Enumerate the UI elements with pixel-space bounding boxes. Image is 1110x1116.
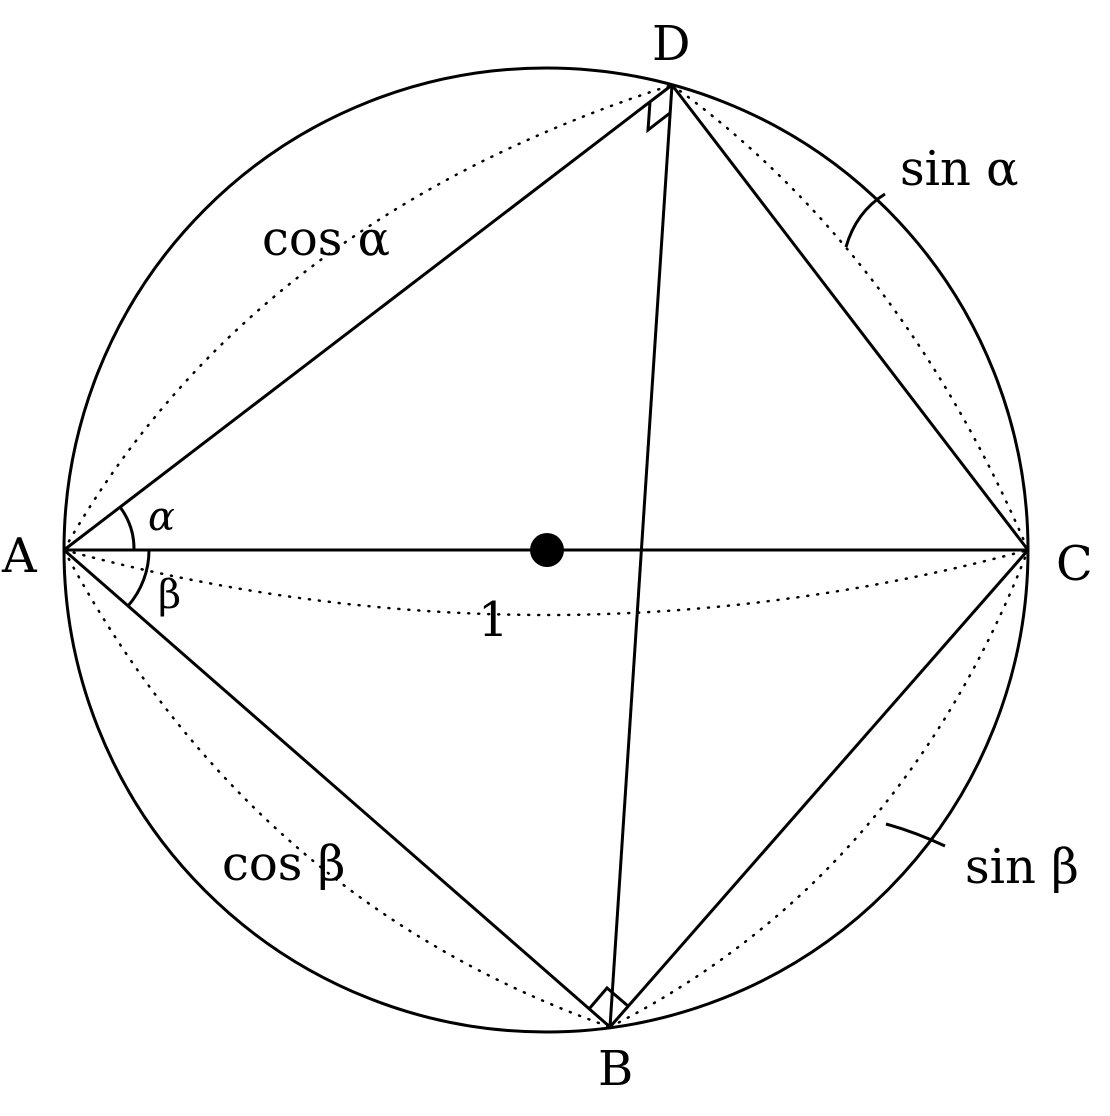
diagonal-BD xyxy=(608,84,674,1028)
point-label-B: B xyxy=(598,1041,633,1097)
sin-alpha-pointer xyxy=(844,192,886,248)
angle-alpha-arc xyxy=(118,506,136,551)
label-cos-beta: cos β xyxy=(222,836,345,892)
angle-beta-arc xyxy=(126,549,151,607)
side-BC xyxy=(608,549,1030,1028)
dotted-arc-sin-alpha xyxy=(670,83,1030,552)
label-diameter: 1 xyxy=(478,592,509,648)
dotted-arc-cos-alpha xyxy=(62,83,674,552)
point-label-D: D xyxy=(652,16,690,72)
side-DC xyxy=(670,84,1030,551)
label-angle-beta: β xyxy=(158,572,181,618)
side-AB xyxy=(63,548,611,1029)
sin-beta-pointer xyxy=(885,822,946,848)
label-angle-alpha: α xyxy=(148,494,175,540)
point-label-A: A xyxy=(1,528,38,584)
point-label-C: C xyxy=(1056,536,1093,592)
center-point xyxy=(530,533,564,567)
side-AD xyxy=(63,83,673,552)
right-angle-mark-B xyxy=(587,985,629,1010)
label-sin-alpha: sin α xyxy=(900,141,1019,197)
dotted-arc-cos-beta xyxy=(62,548,612,1029)
label-sin-beta: sin β xyxy=(965,839,1079,895)
label-cos-alpha: cos α xyxy=(262,211,390,267)
dotted-arc-diameter xyxy=(62,548,1030,617)
right-angle-mark-D xyxy=(646,101,671,134)
dotted-arc-sin-beta xyxy=(608,548,1030,1029)
